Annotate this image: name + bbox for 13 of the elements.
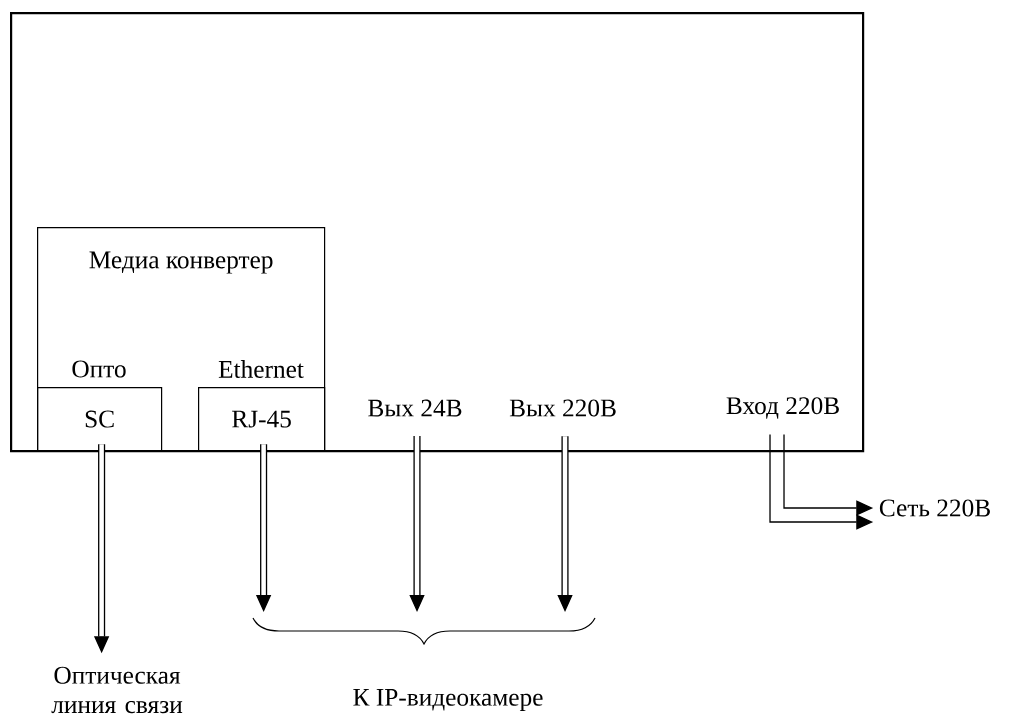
arrow xyxy=(409,436,425,612)
output-label: Вых 24В xyxy=(368,399,462,417)
output-label: Вых 220В xyxy=(509,399,616,417)
destination-label: Сеть 220В xyxy=(879,499,990,517)
device-box xyxy=(10,12,865,453)
port-box: SC xyxy=(37,387,163,452)
destination-label: Оптическая линия связи xyxy=(51,666,183,714)
input-label: Вход 220В xyxy=(726,397,839,419)
port-caption: Опто xyxy=(72,360,126,378)
arrow xyxy=(557,436,573,612)
port-caption: Ethernet xyxy=(218,360,304,378)
braced-label: К IP-видеокамере xyxy=(252,617,596,711)
port-box: RJ-45 xyxy=(198,387,326,452)
